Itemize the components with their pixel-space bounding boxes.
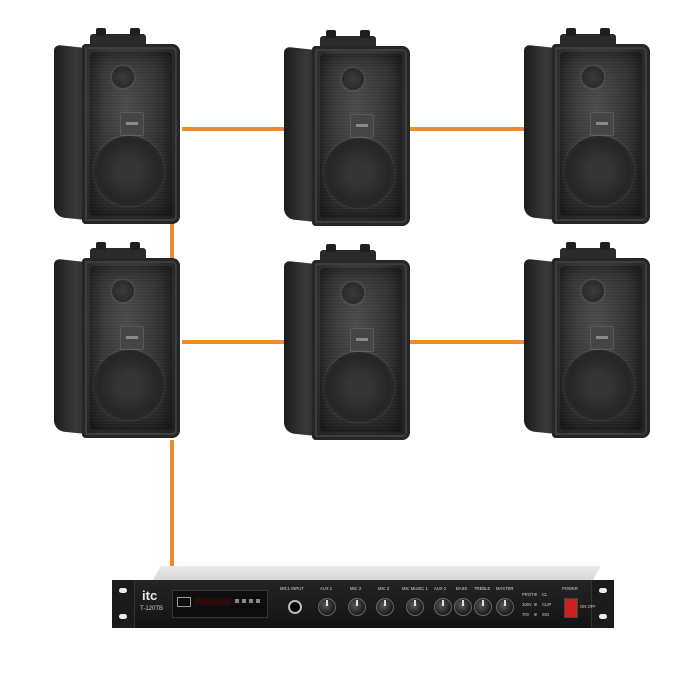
brand-logo: itc — [142, 588, 158, 603]
cable-top-center-to-right — [408, 127, 528, 131]
woofer — [324, 352, 394, 422]
master-knob[interactable] — [496, 598, 514, 616]
mic-input-label: MIC1 INPUT — [280, 586, 304, 591]
speaker-bottom-center — [284, 244, 412, 450]
mic2-knob[interactable] — [348, 598, 366, 616]
aux1-knob[interactable] — [318, 598, 336, 616]
led-indicator — [534, 613, 537, 616]
brand-badge — [120, 326, 144, 350]
tweeter — [342, 282, 364, 304]
treble-knob[interactable] — [474, 598, 492, 616]
power-label: POWER — [562, 586, 578, 591]
rack-ear-left — [112, 580, 135, 628]
control-label-7: TREBLE — [474, 586, 491, 591]
cable-left-vertical-upper — [170, 222, 174, 264]
rack-ear-right — [591, 580, 614, 628]
brand-badge — [350, 328, 374, 352]
indicator-cl: CL — [542, 592, 548, 597]
cable-bottom-left-to-center — [182, 340, 288, 344]
control-label-4: MIC MUSIC 1 — [402, 586, 428, 591]
control-label-2: MIC 2 — [350, 586, 362, 591]
mic-input-jack[interactable] — [288, 600, 302, 614]
indicator-100v: 100V — [522, 602, 532, 607]
mic-music1-knob[interactable] — [406, 598, 424, 616]
indicator-clip: CLIP — [542, 602, 552, 607]
control-label-3: MIC 3 — [378, 586, 390, 591]
mixer-amplifier: itc T-120TB MIC1 INPUT AUX 1 MIC 2 MIC 3… — [112, 566, 614, 630]
indicator-prot: PROT — [522, 592, 534, 597]
mp3-buttons[interactable] — [235, 599, 263, 603]
mp3-player-module — [172, 590, 268, 618]
control-label-5: AUX 2 — [434, 586, 447, 591]
power-switch[interactable] — [564, 598, 578, 618]
control-label-8: MASTER — [496, 586, 514, 591]
control-label-6: BASS — [456, 586, 468, 591]
aux2-knob[interactable] — [434, 598, 452, 616]
mic3-knob[interactable] — [376, 598, 394, 616]
tweeter — [342, 68, 364, 90]
amplifier-front-panel: itc T-120TB MIC1 INPUT AUX 1 MIC 2 MIC 3… — [112, 580, 614, 628]
model-label: T-120TB — [140, 606, 164, 612]
speaker-bottom-left — [54, 242, 182, 448]
tweeter — [582, 280, 604, 302]
speaker-top-center — [284, 30, 412, 236]
brand-badge — [590, 112, 614, 136]
woofer — [564, 350, 634, 420]
indicator-sig: SIG — [542, 612, 550, 617]
woofer — [564, 136, 634, 206]
speaker-bottom-right — [524, 242, 652, 448]
tweeter — [112, 66, 134, 88]
speaker-top-right — [524, 28, 652, 234]
mp3-display — [195, 598, 231, 605]
speaker-top-left — [54, 28, 182, 234]
led-indicator — [534, 603, 537, 606]
woofer — [94, 350, 164, 420]
power-state-label: ON OFF — [580, 604, 596, 609]
tweeter — [112, 280, 134, 302]
woofer — [94, 136, 164, 206]
bass-knob[interactable] — [454, 598, 472, 616]
tweeter — [582, 66, 604, 88]
cable-bottom-center-to-right — [408, 340, 528, 344]
usb-port-icon[interactable] — [177, 597, 191, 607]
led-indicator — [534, 593, 537, 596]
woofer — [324, 138, 394, 208]
brand-badge — [120, 112, 144, 136]
brand-badge — [590, 326, 614, 350]
cable-top-left-to-center — [182, 127, 288, 131]
control-label-1: AUX 1 — [320, 586, 333, 591]
cable-left-vertical-lower — [170, 440, 174, 568]
indicator-70v: 70V — [522, 612, 530, 617]
brand-badge — [350, 114, 374, 138]
